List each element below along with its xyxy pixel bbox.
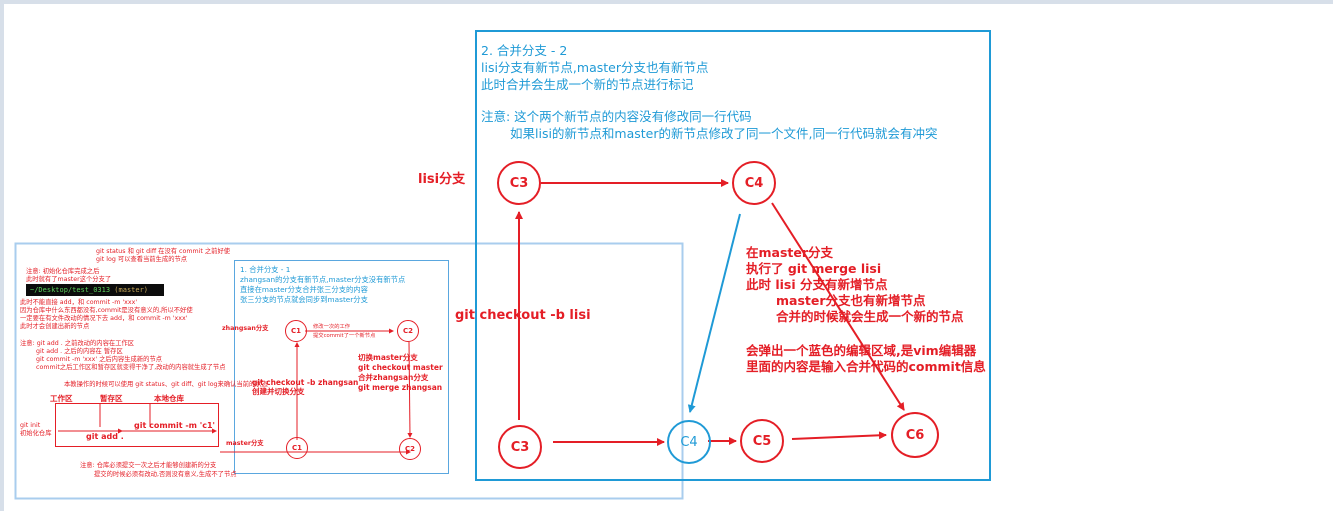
area-staging: 暂存区 [100, 394, 123, 403]
git-commit-label: git commit -m 'c1' [134, 421, 215, 430]
merge-note-3: 此时 lisi 分支有新增节点 [746, 277, 888, 292]
inner-panel-border [234, 260, 449, 474]
right-panel-line-1: lisi分支有新节点,master分支也有新节点 [481, 60, 709, 75]
merge-note-1: 在master分支 [746, 245, 834, 260]
checkout-lisi-label: git checkout -b lisi [455, 308, 591, 323]
note-commit-4: 此时才会创建出新的节点 [20, 323, 90, 330]
terminal-path: ~/Desktop/test_0313 [30, 286, 111, 294]
work-note-1: 修改一次的工作 [313, 324, 351, 330]
note-add-4: commit之后工作区和暂存区就变得干净了,改动的内容就生成了节点 [36, 364, 226, 371]
node-c2-zhangsan: C2 [397, 320, 419, 342]
node-c1-zhangsan: C1 [285, 320, 307, 342]
bottom-note-2: 提交的时候必须有改动,否则没有意义,生成不了节点 [94, 471, 237, 478]
inner-line-2: zhangsan的分支有新节点,master分支没有新节点 [240, 275, 406, 284]
merge-note-7: 里面的内容是输入合并代码的commit信息 [746, 359, 986, 374]
left-panel-border [14, 242, 684, 500]
note-add-3: git commit -m 'xxx' 之后内容生成新的节点 [36, 356, 163, 363]
right-panel-line-2: 此时合并会生成一个新的节点进行标记 [481, 77, 694, 92]
arrow-merge-blue [687, 213, 741, 413]
checkout-zhangsan-desc: 创建并切换分支 [252, 387, 305, 396]
left-header-1: git status 和 git diff 在没有 commit 之前好使 [96, 248, 231, 255]
area-box [55, 403, 219, 447]
node-c5: C5 [740, 419, 784, 463]
merge-cmd-4: git merge zhangsan [358, 383, 443, 392]
right-panel-note-2: 如果lisi的新节点和master的新节点修改了同一个文件,同一行代码就会有冲突 [510, 126, 938, 141]
node-c1-master: C1 [286, 437, 308, 459]
inner-line-1: 1. 合并分支 - 1 [240, 265, 291, 274]
merge-cmd-1: 切换master分支 [358, 353, 418, 362]
init-repo-label: 初始化仓库 [20, 430, 52, 437]
note-add-1: 注意: git add . 之前改动的内容在工作区 [20, 340, 135, 347]
node-c3-master: C3 [498, 425, 542, 469]
merge-cmd-3: 合并zhangsan分支 [358, 373, 429, 382]
merge-note-6: 会弹出一个蓝色的编辑区域,是vim编辑器 [746, 343, 977, 358]
merge-note-5: 合并的时候就会生成一个新的节点 [776, 309, 964, 324]
arrow-lisi-c4-c6 [771, 202, 905, 411]
area-local-repo: 本地仓库 [154, 394, 184, 403]
terminal-prompt: ~/Desktop/test_0313 (master) [26, 284, 164, 296]
terminal-branch: (master) [114, 286, 149, 294]
right-panel-title: 2. 合并分支 - 2 [481, 43, 568, 58]
note-status: 本教操作的时候可以使用 git status、git diff、git log来… [64, 381, 268, 388]
merge-note-2: 执行了 git merge lisi [746, 261, 882, 276]
note-commit-3: 一定要在有文件改动的情况下去 add，和 commit -m 'xxx' [20, 315, 188, 322]
left-edge [0, 0, 4, 511]
master-branch-label: master分支 [226, 440, 264, 447]
node-c2-master: C2 [399, 438, 421, 460]
note-init-2: 此时就有了master这个分支了 [26, 276, 112, 283]
line-merge-zhangsan [407, 341, 413, 438]
checkout-zhangsan-cmd: git checkout -b zhangsan [252, 378, 359, 387]
note-add-2: git add . 之后的内容在 暂存区 [36, 348, 123, 355]
work-note-2: 提交commit了一个新节点 [313, 333, 376, 339]
bottom-note-1: 注意: 仓库必须提交一次之后才能够创建新的分支 [80, 462, 217, 469]
arrow-c5-c6 [791, 431, 887, 440]
right-panel-note: 注意: 这个两个新节点的内容没有修改同一行代码 [481, 109, 752, 124]
node-c4-lisi: C4 [732, 161, 776, 205]
right-panel-border [475, 30, 991, 481]
top-edge [0, 0, 1333, 4]
node-c4-master: C4 [667, 420, 711, 464]
lisi-branch-label: lisi分支 [418, 172, 466, 187]
note-commit-2: 因为仓库中什么东西都没有,commit是没有意义的,所以不好使 [20, 307, 193, 314]
git-add-label: git add . [86, 432, 124, 441]
merge-note-4: master分支也有新增节点 [776, 293, 926, 308]
node-c3-lisi: C3 [497, 161, 541, 205]
inner-line-4: 张三分支的节点就会同步到master分支 [240, 295, 368, 304]
zhangsan-branch-label: zhangsan分支 [222, 325, 269, 332]
area-workspace: 工作区 [50, 394, 73, 403]
git-init-label: git init [20, 422, 41, 429]
note-init-1: 注意: 初始化仓库完成之后 [26, 268, 100, 275]
note-commit-1: 此时不能直接 add，和 commit -m 'xxx' [20, 299, 138, 306]
node-c6: C6 [891, 412, 939, 458]
inner-line-3: 直接在master分支合并张三分支的内容 [240, 285, 368, 294]
merge-cmd-2: git checkout master [358, 363, 443, 372]
left-header-2: git log 可以查看当前生成的节点 [96, 256, 188, 263]
